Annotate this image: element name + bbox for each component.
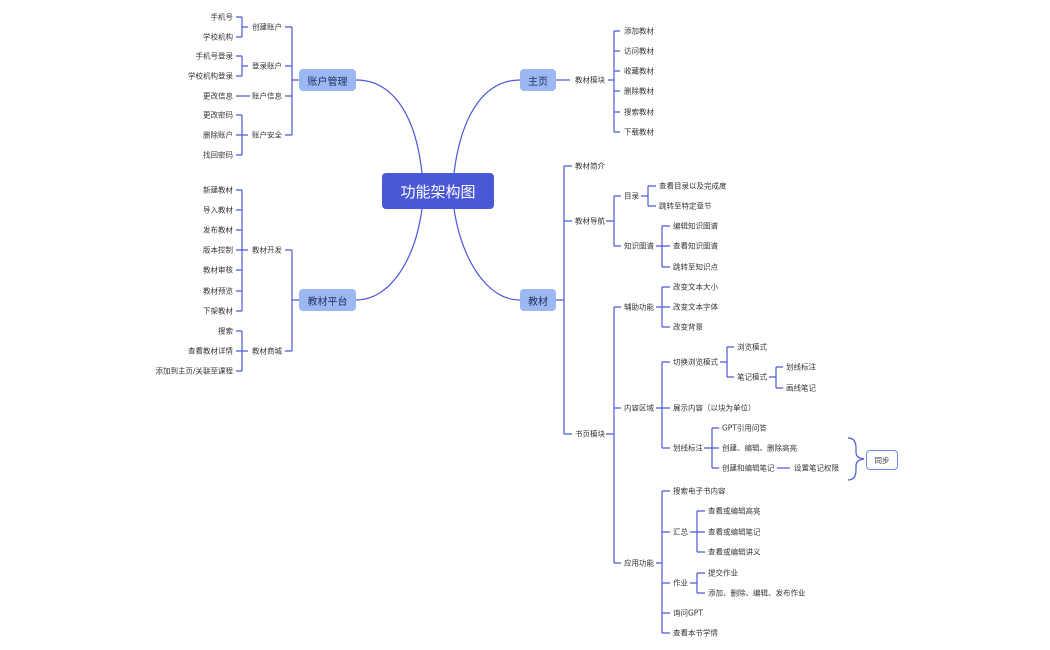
node-phone-login[interactable]: 手机号登录	[195, 51, 234, 61]
node-textbook-review[interactable]: 教材审核	[203, 265, 233, 275]
node-note-ops[interactable]: 创建和编辑笔记	[722, 463, 775, 473]
node-view-highlights[interactable]: 查看或编辑高亮	[708, 506, 761, 516]
branch-home[interactable]: 主页	[520, 69, 556, 91]
node-textbook-nav[interactable]: 教材导航	[575, 216, 605, 226]
node-textbook-preview[interactable]: 教材预览	[203, 286, 233, 296]
node-account-security[interactable]: 账户安全	[252, 130, 282, 140]
node-edit-graph[interactable]: 编辑知识图谱	[673, 221, 718, 231]
node-note-permission[interactable]: 设置笔记权限	[794, 463, 839, 473]
node-add-textbook[interactable]: 添加教材	[624, 26, 654, 36]
node-app-functions[interactable]: 应用功能	[624, 558, 654, 568]
node-aux-functions[interactable]: 辅助功能	[624, 302, 654, 312]
node-view-toc[interactable]: 查看目录以及完成度	[659, 181, 727, 191]
branch-account-management[interactable]: 账户管理	[299, 69, 356, 91]
node-text-font[interactable]: 改变文本字体	[673, 302, 718, 312]
node-phone[interactable]: 手机号	[210, 12, 234, 22]
node-textbook-dev[interactable]: 教材开发	[252, 245, 282, 255]
node-search-textbook[interactable]: 搜索教材	[624, 107, 654, 117]
root-node[interactable]: 功能架构图	[382, 173, 494, 209]
node-background[interactable]: 改变背景	[673, 322, 703, 332]
node-jump-chapter[interactable]: 跳转至特定章节	[659, 201, 712, 211]
node-knowledge-graph[interactable]: 知识图谱	[624, 241, 654, 251]
link-root-home	[453, 79, 521, 174]
node-ask-gpt[interactable]: 询问GPT	[673, 608, 703, 618]
node-section-stats[interactable]: 查看本节学情	[673, 628, 718, 638]
node-import-textbook[interactable]: 导入教材	[203, 205, 233, 215]
node-account-info[interactable]: 账户信息	[252, 91, 282, 101]
node-visit-textbook[interactable]: 访问教材	[624, 46, 654, 56]
node-manage-homework[interactable]: 添加、删除、编辑、发布作业	[708, 588, 806, 598]
node-search-ebook[interactable]: 搜索电子书内容	[673, 486, 726, 496]
node-highlight-ops[interactable]: 创建、编辑、删除高亮	[722, 443, 797, 453]
node-view-graph[interactable]: 查看知识图谱	[673, 241, 718, 251]
node-text-size[interactable]: 改变文本大小	[673, 282, 718, 292]
node-book-module[interactable]: 书页模块	[575, 429, 605, 439]
node-school-login[interactable]: 学校机构登录	[188, 71, 233, 81]
link-root-platform	[355, 208, 423, 301]
node-download-textbook[interactable]: 下载教材	[624, 127, 654, 137]
node-jump-point[interactable]: 跳转至知识点	[673, 262, 718, 272]
node-toc[interactable]: 目录	[624, 191, 639, 201]
node-change-password[interactable]: 更改密码	[203, 110, 233, 120]
node-display-content[interactable]: 展示内容（以块为单位）	[673, 403, 756, 413]
node-draw-note[interactable]: 画线笔记	[786, 383, 816, 393]
node-gpt-quote[interactable]: GPT引用问答	[722, 423, 767, 433]
node-view-handouts[interactable]: 查看或编辑讲义	[708, 547, 761, 557]
node-unlist-textbook[interactable]: 下架教材	[203, 306, 233, 316]
link-account-bracket	[285, 26, 299, 136]
node-submit-homework[interactable]: 提交作业	[708, 568, 738, 578]
node-textbook-intro[interactable]: 教材简介	[575, 161, 605, 171]
node-homework[interactable]: 作业	[673, 578, 688, 588]
node-textbook-module[interactable]: 教材模块	[575, 75, 605, 85]
node-delete-account[interactable]: 删除账户	[203, 130, 233, 140]
link-root-account	[355, 79, 423, 174]
node-favorite-textbook[interactable]: 收藏教材	[624, 66, 654, 76]
node-publish-textbook[interactable]: 发布教材	[203, 225, 233, 235]
branch-textbook[interactable]: 教材	[520, 289, 556, 311]
node-change-info[interactable]: 更改信息	[203, 91, 233, 101]
node-switch-mode[interactable]: 切换浏览模式	[673, 357, 718, 367]
node-textbook-store[interactable]: 教材商城	[252, 346, 282, 356]
branch-textbook-platform[interactable]: 教材平台	[299, 289, 356, 311]
link-root-textbook	[453, 208, 521, 301]
node-delete-textbook[interactable]: 删除教材	[624, 86, 654, 96]
node-browse-mode[interactable]: 浏览模式	[737, 342, 767, 352]
node-view-notes[interactable]: 查看或编辑笔记	[708, 527, 761, 537]
node-create-account[interactable]: 创建账户	[252, 22, 282, 32]
node-summary[interactable]: 汇总	[673, 527, 688, 537]
node-recover-password[interactable]: 找回密码	[203, 150, 233, 160]
node-content-area[interactable]: 内容区域	[624, 403, 654, 413]
node-underline-annotation[interactable]: 划线标注	[786, 362, 816, 372]
node-new-textbook[interactable]: 新建教材	[203, 185, 233, 195]
node-textbook-detail[interactable]: 查看教材详情	[188, 346, 233, 356]
node-version-control[interactable]: 版本控制	[203, 245, 233, 255]
node-sync[interactable]: 同步	[866, 450, 898, 470]
node-login-account[interactable]: 登录账户	[252, 61, 282, 71]
node-add-to-home[interactable]: 添加到主页/关联至课程	[155, 366, 233, 376]
node-school-org[interactable]: 学校机构	[203, 32, 233, 42]
node-annotate[interactable]: 划线标注	[673, 443, 703, 453]
node-store-search[interactable]: 搜索	[218, 326, 233, 336]
node-note-mode[interactable]: 笔记模式	[737, 372, 767, 382]
